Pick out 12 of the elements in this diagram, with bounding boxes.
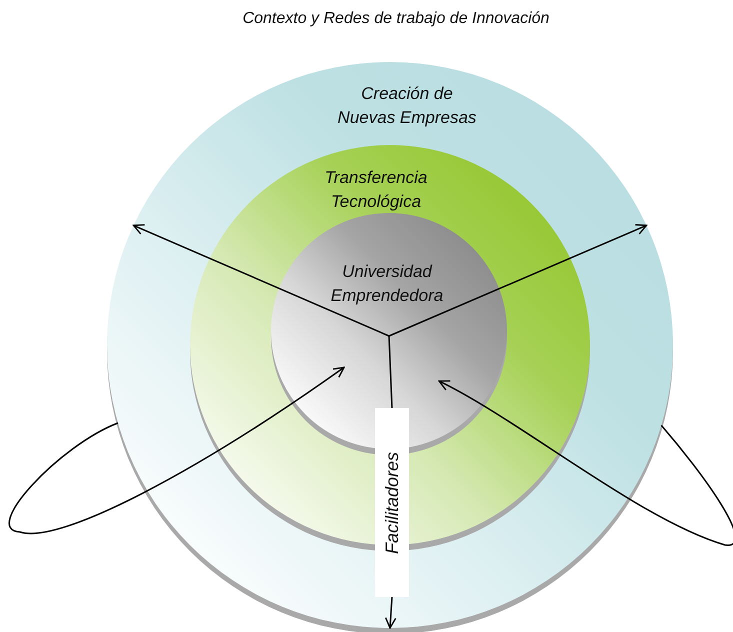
label-box	[375, 408, 409, 597]
arrow	[388, 224, 648, 337]
arrow	[8, 366, 345, 534]
ring-label: Universidad Emprendedora	[330, 261, 444, 307]
diagram-title: Contexto y Redes de trabajo de Innovación	[242, 9, 550, 29]
ring-label: Transferencia Tecnológica	[324, 167, 428, 213]
arrow	[132, 224, 390, 337]
ring-label: Creación de Nuevas Empresas	[337, 83, 477, 129]
connector-line	[388, 336, 393, 408]
arrow	[438, 380, 733, 546]
arrow	[384, 596, 396, 629]
vertical-label: Facilitadores	[381, 450, 403, 556]
